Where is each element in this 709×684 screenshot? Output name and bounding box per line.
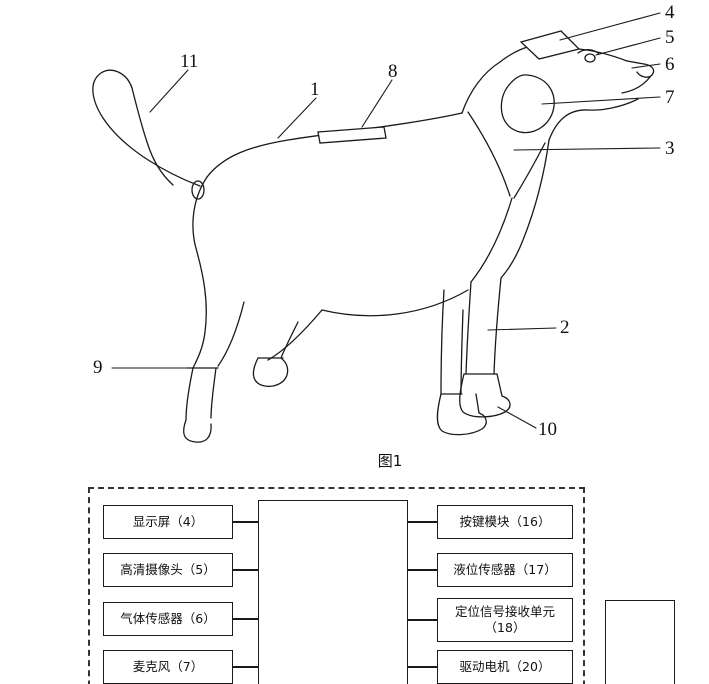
- callout-6: 6: [665, 54, 675, 75]
- block-microphone: 麦克风（7）: [103, 650, 233, 684]
- dog-tail: [92, 69, 205, 200]
- callout-1: 1: [310, 79, 320, 100]
- connector-left-4: [233, 666, 258, 668]
- block-central-unit: [258, 500, 408, 684]
- callout-10: 10: [538, 419, 557, 440]
- block-gas-sensor: 气体传感器（6）: [103, 602, 233, 636]
- dog-eye: [584, 53, 596, 63]
- block-display-screen: 显示屏（4）: [103, 505, 233, 539]
- dog-ear-patch: [500, 74, 555, 134]
- dog-hind-leg: [183, 176, 245, 443]
- callout-leader-lines: [111, 12, 661, 429]
- callout-9: 9: [93, 357, 103, 378]
- callout-11: 11: [180, 51, 199, 72]
- connector-right-1: [408, 521, 437, 523]
- connector-left-2: [233, 569, 258, 571]
- connector-right-3: [408, 619, 437, 621]
- block-hd-camera: 高清摄像头（5）: [103, 553, 233, 587]
- callout-5: 5: [665, 27, 675, 48]
- dog-line-drawing: [92, 12, 661, 443]
- callout-2: 2: [560, 317, 570, 338]
- callout-3: 3: [665, 138, 675, 159]
- figure-caption: 图1: [377, 452, 403, 470]
- back-device-shape: [317, 126, 387, 144]
- diagram-dashed-border: [88, 487, 585, 684]
- dog-head: [461, 44, 655, 141]
- connector-right-2: [408, 569, 437, 571]
- connector-left-1: [233, 521, 258, 523]
- connector-left-3: [233, 618, 258, 620]
- dog-front-leg: [459, 139, 550, 418]
- dog-back: [206, 112, 463, 178]
- block-liquid-level-sensor: 液位传感器（17）: [437, 553, 573, 587]
- block-button-module: 按键模块（16）: [437, 505, 573, 539]
- dog-belly: [321, 289, 469, 317]
- block-outside-right: [605, 600, 675, 684]
- callout-7: 7: [665, 87, 675, 108]
- dog-front-leg-far: [436, 289, 487, 436]
- block-drive-motor: 驱动电机（20）: [437, 650, 573, 684]
- dog-neck: [467, 111, 546, 283]
- block-positioning-signal-receiver: 定位信号接收单元（18）: [437, 598, 573, 642]
- callout-8: 8: [388, 61, 398, 82]
- dog-hind-leg-near: [252, 309, 323, 388]
- connector-right-4: [408, 666, 437, 668]
- callout-4: 4: [665, 2, 675, 23]
- head-module-shape: [519, 30, 581, 60]
